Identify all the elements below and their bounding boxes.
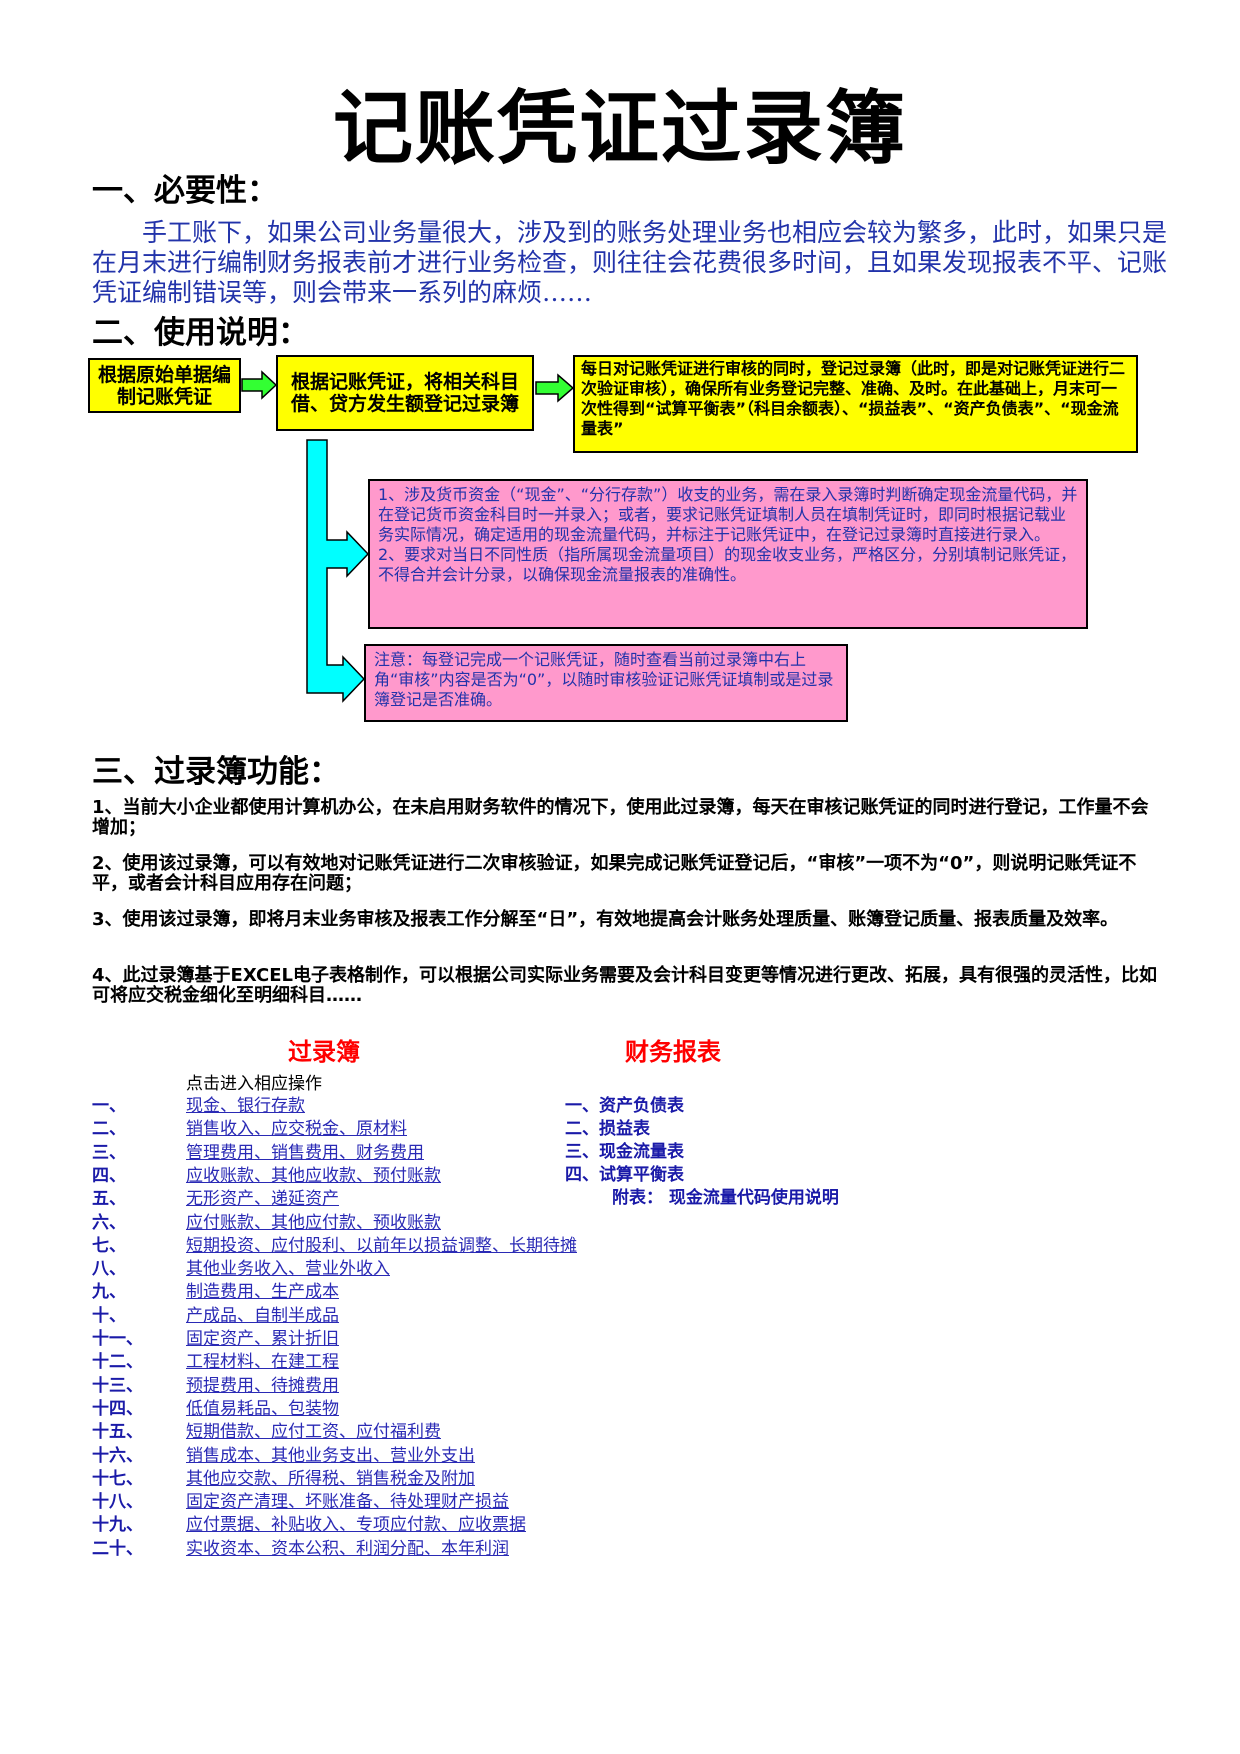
- report-link-trial-balance[interactable]: 四、试算平衡表: [565, 1165, 684, 1185]
- section-heading-functions: 三、过录簿功能：: [92, 754, 340, 790]
- ledger-row-number: 六、: [92, 1212, 126, 1233]
- ledger-link[interactable]: 短期借款、应付工资、应付福利费: [186, 1422, 441, 1443]
- green-arrow-icon: [241, 370, 278, 400]
- flow-arrows: [241, 370, 575, 703]
- ledger-hint: 点击进入相应操作: [186, 1074, 322, 1094]
- ledger-link[interactable]: 固定资产清理、坏账准备、待处理财产损益: [186, 1492, 509, 1513]
- page-title: 记账凭证过录簿: [333, 81, 907, 175]
- ledger-row-number: 十三、: [92, 1375, 143, 1396]
- ledger-row-number: 十五、: [92, 1422, 143, 1443]
- ledger-row-number: 十六、: [92, 1445, 143, 1466]
- ledger-link[interactable]: 应付账款、其他应付款、预收账款: [186, 1212, 441, 1233]
- ledger-row-number: 七、: [92, 1235, 126, 1256]
- ledger-link[interactable]: 低值易耗品、包装物: [186, 1398, 339, 1419]
- ledger-link[interactable]: 其他业务收入、营业外收入: [186, 1259, 390, 1280]
- flow-note-cash-1: 1、涉及货币资金（“现金”、“分行存款”）收支的业务，需在录入录簿时判断确定现金…: [378, 485, 1078, 544]
- ledger-row-number: 十四、: [92, 1398, 143, 1419]
- ledger-row-number: 二、: [92, 1119, 126, 1140]
- ledger-row-number: 十七、: [92, 1468, 143, 1489]
- ledger-link[interactable]: 短期投资、应付股利、以前年以损益调整、长期待摊: [186, 1235, 577, 1256]
- flow-note-cash-2: 2、要求对当日不同性质（指所属现金流量项目）的现金收支业务，严格区分，分别填制记…: [378, 545, 1077, 584]
- ledger-link[interactable]: 工程材料、在建工程: [186, 1352, 339, 1373]
- flow-box-vouchers: 根据原始单据编制记账凭证: [88, 358, 241, 413]
- ledger-row-number: 四、: [92, 1165, 126, 1186]
- function-item: 1、当前大小企业都使用计算机办公，在未启用财务软件的情况下，使用此过录簿，每天在…: [92, 797, 1149, 838]
- flow-box-ledger: 根据记账凭证，将相关科目借、贷方发生额登记过录簿: [276, 355, 534, 431]
- report-link-balance-sheet[interactable]: 一、资产负债表: [565, 1096, 684, 1116]
- report-link-cash-flow[interactable]: 三、现金流量表: [565, 1142, 684, 1162]
- function-item: 4、此过录簿基于EXCEL电子表格制作，可以根据公司实际业务需要及会计科目变更等…: [92, 965, 1158, 1006]
- ledger-row-number: 一、: [92, 1096, 126, 1116]
- green-arrow-icon: [535, 373, 575, 403]
- ledger-link[interactable]: 现金、银行存款: [186, 1096, 305, 1116]
- function-item: 2、使用该过录簿，可以有效地对记账凭证进行二次审核验证，如果完成记账凭证登记后，…: [92, 853, 1137, 894]
- ledger-row-number: 八、: [92, 1259, 126, 1280]
- ledger-link[interactable]: 实收资本、资本公积、利润分配、本年利润: [186, 1538, 509, 1559]
- function-item: 3、使用该过录簿，即将月末业务审核及报表工作分解至“日”，有效地提高会计账务处理…: [92, 909, 1119, 930]
- report-link-cash-flow-codes[interactable]: 附表： 现金流量代码使用说明: [612, 1188, 839, 1208]
- cyan-branch-arrow-icon: [306, 439, 370, 703]
- ledger-heading: 过录簿: [288, 1037, 360, 1066]
- ledger-link[interactable]: 管理费用、销售费用、财务费用: [186, 1142, 424, 1163]
- flow-box-daily-audit: 每日对记账凭证进行审核的同时，登记过录簿（此时，即是对记账凭证进行二次验证审核）…: [573, 355, 1138, 453]
- ledger-link[interactable]: 应付票据、补贴收入、专项应付款、应收票据: [186, 1515, 526, 1536]
- ledger-row-number: 二十、: [92, 1538, 143, 1559]
- ledger-row-number: 十一、: [92, 1329, 143, 1349]
- section-heading-usage: 二、使用说明：: [92, 315, 309, 351]
- report-link-income-statement[interactable]: 二、损益表: [565, 1119, 650, 1139]
- ledger-link[interactable]: 制造费用、生产成本: [186, 1282, 339, 1303]
- ledger-row-number: 九、: [92, 1282, 126, 1303]
- ledger-link[interactable]: 其他应交款、所得税、销售税金及附加: [186, 1468, 475, 1489]
- ledger-row-number: 十二、: [92, 1352, 143, 1373]
- ledger-row-number: 三、: [92, 1142, 126, 1163]
- ledger-link[interactable]: 固定资产、累计折旧: [186, 1329, 339, 1349]
- ledger-link[interactable]: 预提费用、待摊费用: [186, 1375, 339, 1396]
- section-heading-necessity: 一、必要性：: [92, 173, 278, 209]
- ledger-row-number: 十九、: [92, 1515, 143, 1536]
- ledger-link[interactable]: 销售成本、其他业务支出、营业外支出: [186, 1445, 475, 1466]
- ledger-row-number: 十八、: [92, 1492, 143, 1513]
- flow-note-cash: 1、涉及货币资金（“现金”、“分行存款”）收支的业务，需在录入录簿时判断确定现金…: [368, 479, 1088, 629]
- ledger-link[interactable]: 应收账款、其他应收款、预付账款: [186, 1165, 441, 1186]
- flow-note-attention: 注意：每登记完成一个记账凭证，随时查看当前过录簿中右上角“审核”内容是否为“0”…: [364, 644, 848, 722]
- ledger-row-number: 十、: [92, 1305, 126, 1326]
- ledger-link[interactable]: 产成品、自制半成品: [186, 1305, 339, 1326]
- ledger-link[interactable]: 销售收入、应交税金、原材料: [186, 1119, 407, 1140]
- reports-heading: 财务报表: [625, 1037, 721, 1066]
- necessity-paragraph: 手工账下，如果公司业务量很大，涉及到的账务处理业务也相应会较为繁多，此时，如果只…: [92, 218, 1168, 307]
- ledger-row-number: 五、: [92, 1189, 126, 1210]
- ledger-link[interactable]: 无形资产、递延资产: [186, 1189, 339, 1210]
